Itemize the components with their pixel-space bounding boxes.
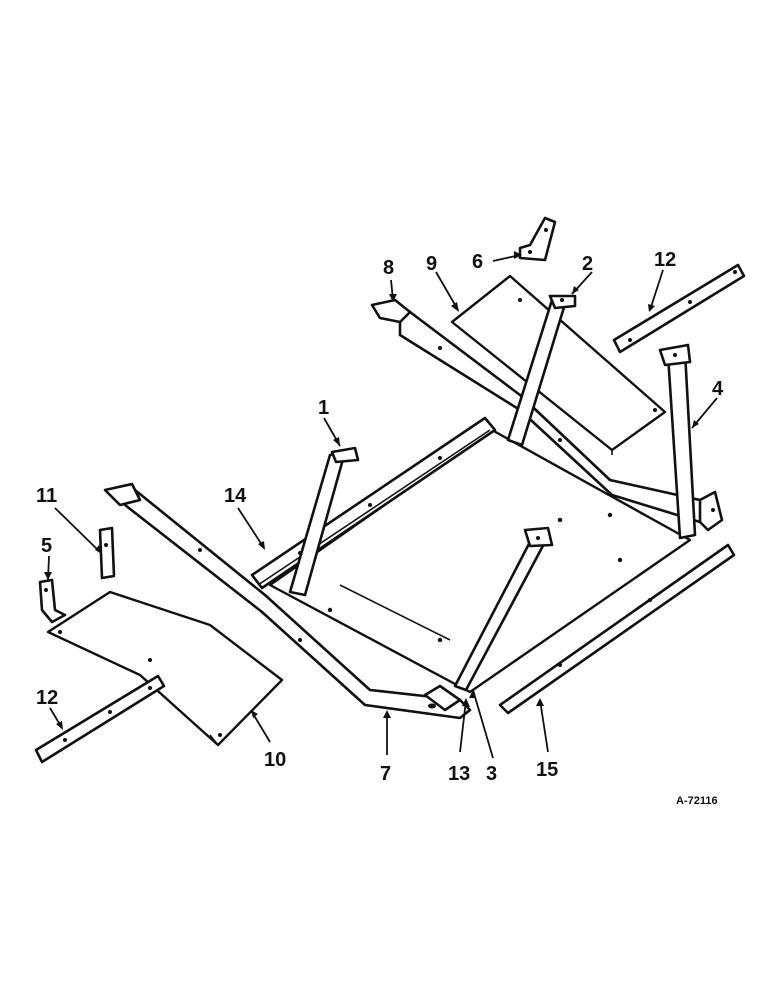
callout-13: 13 [448,763,470,785]
top-plate [450,274,667,455]
callout-15: 15 [536,759,558,781]
strut-1 [288,446,360,597]
strut-3 [453,526,554,692]
callout-8: 8 [383,257,394,279]
leader-lines [44,251,718,759]
strut-4 [658,343,697,540]
rail-12-upper [612,263,746,354]
callout-9: 9 [426,253,437,275]
rail-12-lower [34,674,166,764]
callout-7: 7 [380,763,391,785]
callout-12-lower: 12 [36,687,58,709]
callout-5: 5 [41,535,52,557]
bracket-6 [518,216,557,262]
front-rail [103,482,472,720]
callout-11: 11 [36,485,57,507]
front-plate [46,590,284,747]
callout-3: 3 [486,763,497,785]
callout-14: 14 [224,485,247,507]
callout-6: 6 [472,251,483,273]
callout-2: 2 [582,253,593,275]
rear-rail [370,298,724,532]
bracket-5 [38,578,67,624]
reference-code: A-72116 [676,795,718,807]
callout-1: 1 [318,397,329,419]
bracket-11 [98,526,116,580]
callout-12-upper: 12 [654,249,676,271]
bottom-rail [498,543,736,715]
callout-4: 4 [712,378,724,400]
callout-10: 10 [264,749,286,771]
strut-2 [506,294,577,447]
